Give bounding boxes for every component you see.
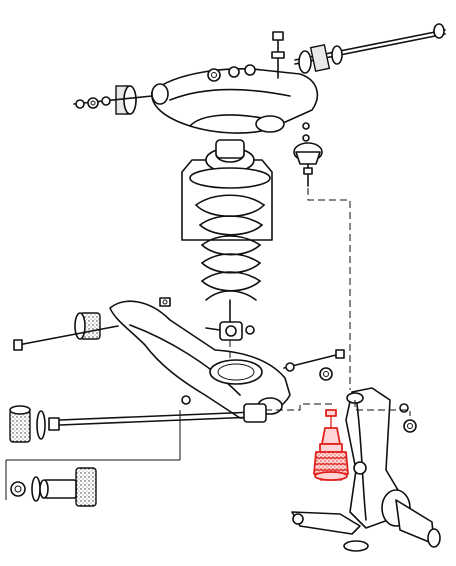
upper-control-arm bbox=[151, 68, 319, 134]
lower-rod bbox=[59, 395, 267, 426]
lower-arm-front-bushing bbox=[13, 297, 171, 351]
lower-control-arm bbox=[109, 300, 291, 419]
upper-shaft-rod bbox=[294, 23, 446, 74]
upper-ball-joint bbox=[293, 122, 323, 187]
lower-ball-joint[interactable] bbox=[313, 409, 349, 481]
assembly-guide-lines bbox=[229, 188, 411, 416]
upper-bushing-left bbox=[73, 85, 153, 115]
steering-knuckle bbox=[291, 387, 441, 552]
coil-spring bbox=[181, 139, 273, 327]
upper-arm-hardware bbox=[207, 64, 256, 82]
lower-bushing-set-lower bbox=[10, 467, 97, 507]
lower-reference-lines bbox=[5, 410, 181, 500]
strut-bottom-mount bbox=[205, 321, 255, 341]
lower-bushing-set-upper bbox=[9, 405, 60, 443]
sway-bar-link-bolt bbox=[283, 349, 345, 381]
upper-arm-bolt bbox=[271, 31, 285, 79]
